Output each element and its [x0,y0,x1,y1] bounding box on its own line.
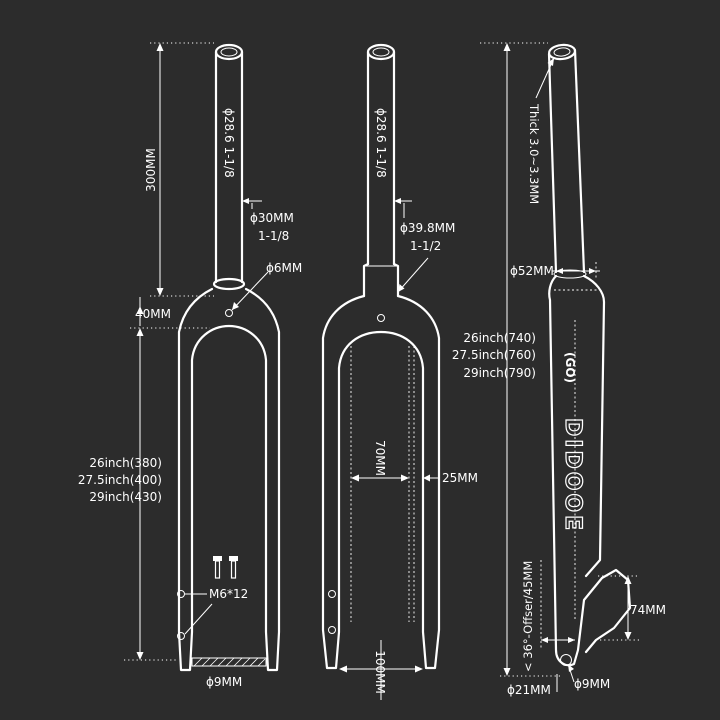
brand-logo: DIDOOE [560,418,585,533]
rear-steerer-base-dia: ϕ39.8MM [400,221,455,235]
front-view: 300MM 40MM 26inch(380) 27.5inch(400) 29i… [78,42,302,689]
front-steerer-bore [220,47,238,57]
rear-steerer-step [362,262,400,298]
front-steerer-base [212,277,246,291]
rear-view: ϕ28.6 1-1/8 ϕ39.8MM 1-1/2 70MM 25MM 100M… [321,43,478,700]
side-length-26: 26inch(740) [463,331,536,345]
front-fork-outline [177,287,281,672]
front-mount-hole-upper [177,590,185,598]
front-steerer-base-frac: 1-1/8 [258,229,289,243]
wall-thickness-label: Thick 3.0~3.3MM [527,103,541,204]
hole-leader [231,271,269,311]
side-steerer-top [547,43,577,61]
bolt-size-label: M6*12 [209,587,248,601]
front-steerer-dia-label: ϕ28.6 1-1/8 [222,108,236,178]
side-length-29: 29inch(790) [463,366,536,380]
brand-badge: (GO) [563,352,577,383]
rear-steerer-dia-label: ϕ28.6 1-1/8 [374,108,388,178]
side-axle-label: ϕ9MM [574,677,610,691]
side-dropout [560,654,572,666]
rear-mount-hole-1 [328,590,336,598]
side-view: (GO) DIDOOE 26inch(740) 27.5inch(760) 29… [452,42,666,697]
front-mount-hole-lower [177,632,185,640]
side-steerer-left [547,52,558,274]
rear-steerer-base-frac: 1-1/2 [410,239,441,253]
crown-height-label: 40MM [135,307,171,321]
leg-length-26: 26inch(380) [89,456,162,470]
side-steerer-right [573,48,586,274]
front-crown-hole [225,309,233,317]
leg-length-29: 29inch(430) [89,490,162,504]
bolt-leader-2 [184,603,213,635]
offset-label: < 36°-Offser/45MM [521,561,535,672]
leg-length-275: 27.5inch(400) [78,473,162,487]
rear-steerer-top [366,43,396,61]
hub-spacing-label: 100MM [373,650,387,694]
front-steerer-top [214,43,244,61]
mount-height-label: 74MM [630,603,666,617]
hole-dia-label: ϕ6MM [266,261,302,275]
dropout-dia-label: ϕ21MM [507,683,551,697]
leg-width-label: 25MM [442,471,478,485]
side-blade-outline [548,274,632,667]
steerer-length-label: 300MM [144,148,158,192]
side-length-275: 27.5inch(760) [452,348,536,362]
crown-dia-label: ϕ52MM [510,264,554,278]
front-axle-zone [191,657,267,667]
front-axle-hatch [193,657,266,667]
rear-fork-outline [321,294,441,670]
inner-width-label: 70MM [373,440,387,476]
front-axle-label: ϕ9MM [206,675,242,689]
bolt-icon [213,556,238,579]
rear-mount-hole-2 [328,626,336,634]
rear-steerer-leader [397,257,429,293]
front-steerer-base-dia: ϕ30MM [250,211,294,225]
